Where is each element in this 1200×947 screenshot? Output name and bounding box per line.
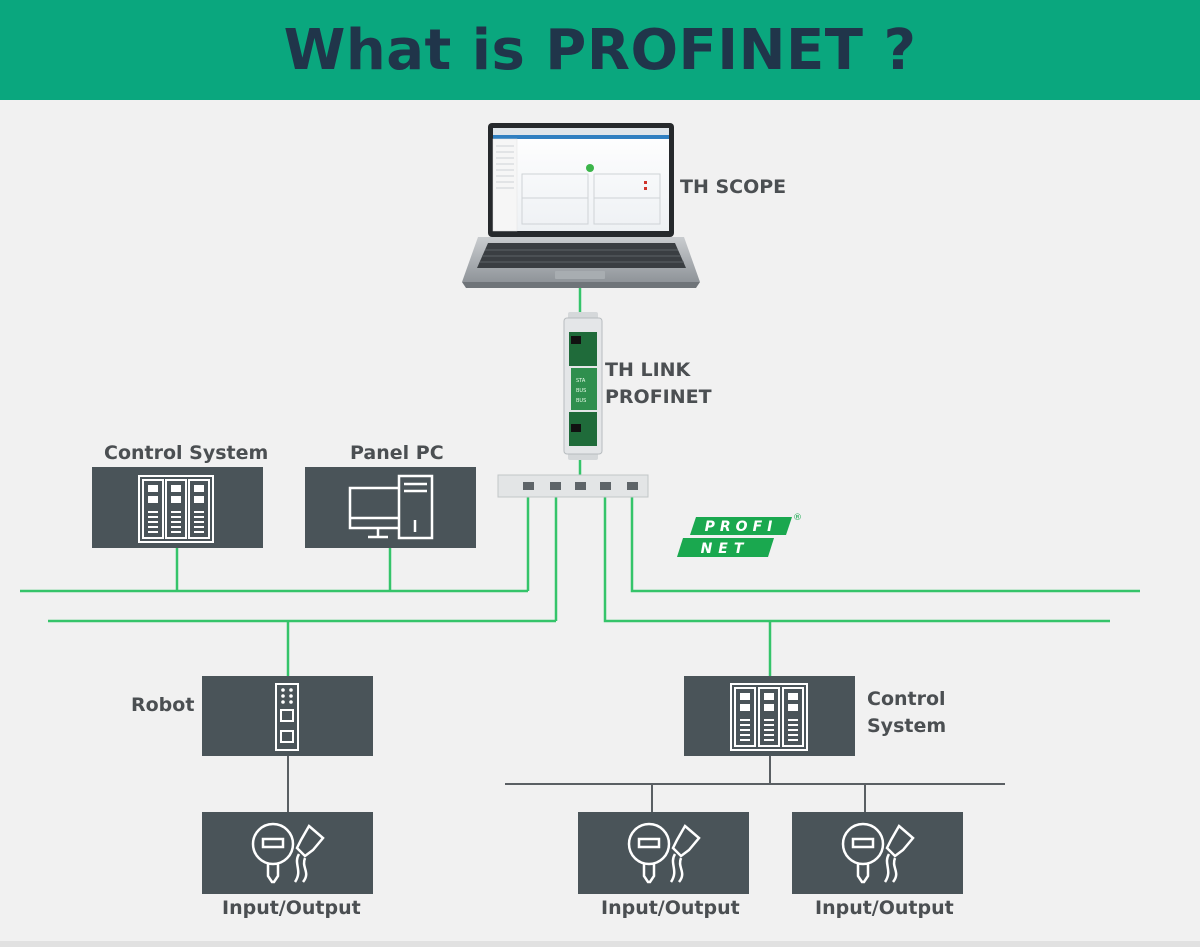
gateway-icon: STA BUS BUS — [563, 312, 603, 460]
control-system-box — [92, 467, 263, 548]
panel-pc-label: Panel PC — [350, 442, 444, 464]
server-rack-icon — [730, 683, 808, 751]
th-link-label-line1: TH LINK — [605, 359, 691, 381]
probe-icon — [669, 824, 701, 883]
probe-icon — [293, 824, 325, 883]
io-box-1 — [202, 812, 373, 894]
io-box-2 — [578, 812, 749, 894]
sensor-icon — [841, 822, 885, 884]
control-system-right-label-line1: Control — [867, 688, 946, 710]
switch-icon — [497, 474, 649, 498]
page-title: What is PROFINET ? — [283, 17, 917, 83]
th-scope-label: TH SCOPE — [680, 176, 787, 198]
panel-pc-box — [305, 467, 476, 548]
svg-text:BUS: BUS — [576, 398, 586, 404]
io-label-1: Input/Output — [222, 897, 361, 919]
network-lines — [20, 288, 1140, 676]
svg-text:BUS: BUS — [576, 388, 586, 394]
control-system-right-label-line2: System — [867, 715, 947, 737]
logo-net-text: NET — [701, 541, 750, 557]
laptop-icon — [462, 123, 700, 288]
robot-controller-icon — [275, 683, 299, 751]
control-system-label: Control System — [104, 442, 269, 464]
probe-icon — [883, 824, 915, 883]
fieldbus-lines — [287, 756, 1005, 812]
logo-registered-mark: ® — [793, 513, 802, 523]
io-box-3 — [792, 812, 963, 894]
profinet-logo: PROFI NET ® — [677, 513, 802, 557]
title-banner: What is PROFINET ? — [0, 0, 1200, 100]
robot-label: Robot — [131, 694, 195, 716]
bus-bottom-right — [603, 489, 1110, 623]
sensor-icon — [251, 822, 295, 884]
desktop-pc-icon — [348, 474, 434, 540]
io-label-3: Input/Output — [815, 897, 954, 919]
svg-text:STA: STA — [576, 378, 586, 384]
robot-box — [202, 676, 373, 756]
io-label-2: Input/Output — [601, 897, 740, 919]
control-system-right-box — [684, 676, 855, 756]
sensor-icon — [627, 822, 671, 884]
bus-top-right — [630, 489, 1140, 593]
bottom-divider — [0, 941, 1200, 947]
logo-profi-text: PROFI — [705, 519, 778, 535]
th-link-label-line2: PROFINET — [605, 386, 712, 408]
server-rack-icon — [138, 475, 214, 543]
